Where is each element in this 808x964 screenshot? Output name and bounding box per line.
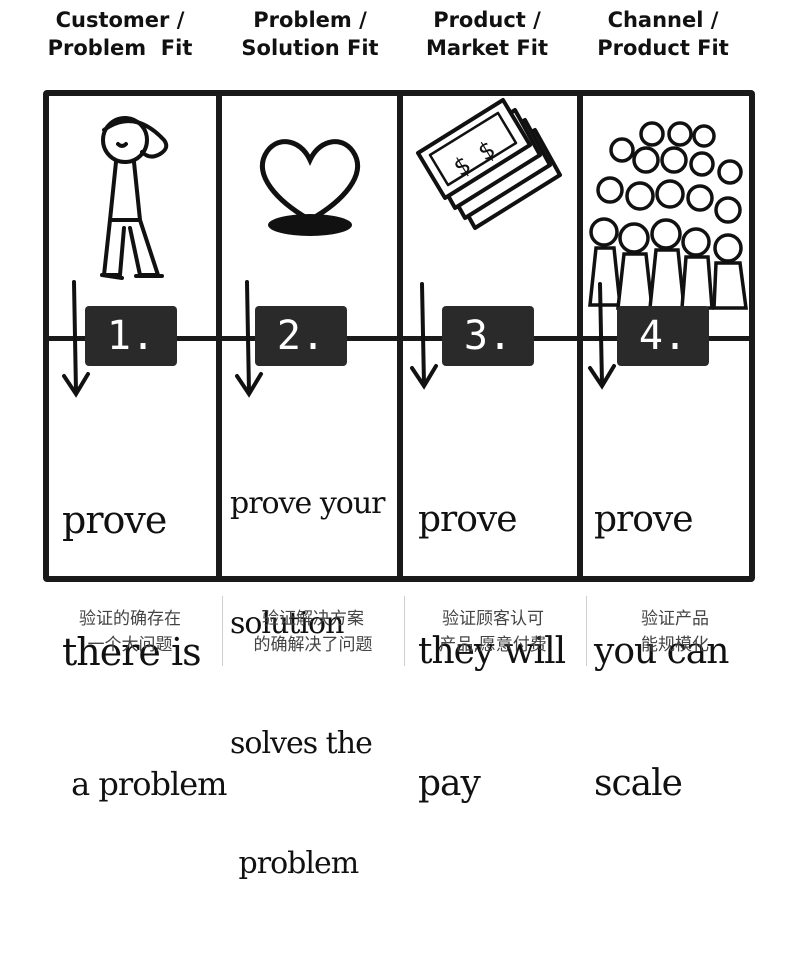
note-separator — [222, 596, 223, 666]
header-line: Channel / — [607, 8, 719, 32]
note-separator — [404, 596, 405, 666]
header-line: Problem Fit — [47, 36, 193, 60]
statement-line: they will — [418, 631, 566, 672]
note-line: 验证的确存在 — [79, 609, 181, 629]
row-divider — [43, 336, 755, 341]
note-line: 产品,愿意付费 — [439, 635, 547, 655]
heart-icon — [259, 139, 361, 236]
step-number-3: 3. — [442, 306, 534, 366]
step-number-4: 4. — [617, 306, 709, 366]
note-2: 验证解决方案 的确解决了问题 — [228, 606, 398, 658]
note-4: 验证产品 能规模化 — [590, 606, 760, 658]
statement-2: prove your solution solves the problem — [230, 404, 386, 964]
column-header-customer-problem: Customer / Problem Fit — [25, 6, 215, 62]
step-number-2: 2. — [255, 306, 347, 366]
statement-line: solution — [230, 606, 344, 641]
header-line: Customer / — [55, 8, 185, 32]
statement-line: scale — [594, 763, 683, 804]
column-header-channel-product: Channel / Product Fit — [568, 6, 758, 62]
note-separator — [586, 596, 587, 666]
header-line: Solution Fit — [241, 36, 379, 60]
statement-line: problem — [230, 846, 360, 881]
statement-line: solves the — [230, 726, 373, 761]
note-line: 验证顾客认可 — [442, 609, 544, 629]
statement-line: prove — [594, 499, 694, 540]
header-line: Product / — [433, 8, 541, 32]
statement-line: a problem — [62, 765, 227, 803]
fit-stages-diagram: Customer / Problem Fit Problem / Solutio… — [25, 6, 760, 881]
thinking-person-icon — [100, 116, 169, 280]
down-arrow-icon — [235, 280, 263, 398]
header-line: Market Fit — [425, 36, 548, 60]
note-line: 验证解决方案 — [262, 609, 364, 629]
money-stack-icon: $ $ — [416, 98, 562, 230]
statement-line: you can — [594, 631, 729, 672]
crowd-icon — [588, 121, 748, 310]
step-number-1: 1. — [85, 306, 177, 366]
note-line: 的确解决了问题 — [253, 635, 373, 655]
note-line: 验证产品 — [641, 609, 709, 629]
statement-line: pay — [418, 763, 481, 804]
down-arrow-icon — [410, 282, 438, 390]
header-line: Problem / — [253, 8, 367, 32]
note-1: 验证的确存在 一个大问题 — [45, 606, 215, 658]
header-line: Product Fit — [597, 36, 729, 60]
column-header-product-market: Product / Market Fit — [392, 6, 582, 62]
statement-line: there is — [62, 630, 202, 674]
column-header-problem-solution: Problem / Solution Fit — [215, 6, 405, 62]
note-line: 能规模化 — [641, 635, 709, 655]
note-line: 一个大问题 — [87, 635, 173, 655]
down-arrow-icon — [588, 282, 616, 390]
statement-line: prove — [62, 498, 167, 542]
down-arrow-icon — [62, 280, 90, 398]
statement-line: prove your — [230, 486, 386, 521]
statement-line: prove — [418, 499, 518, 540]
note-3: 验证顾客认可 产品,愿意付费 — [408, 606, 578, 658]
